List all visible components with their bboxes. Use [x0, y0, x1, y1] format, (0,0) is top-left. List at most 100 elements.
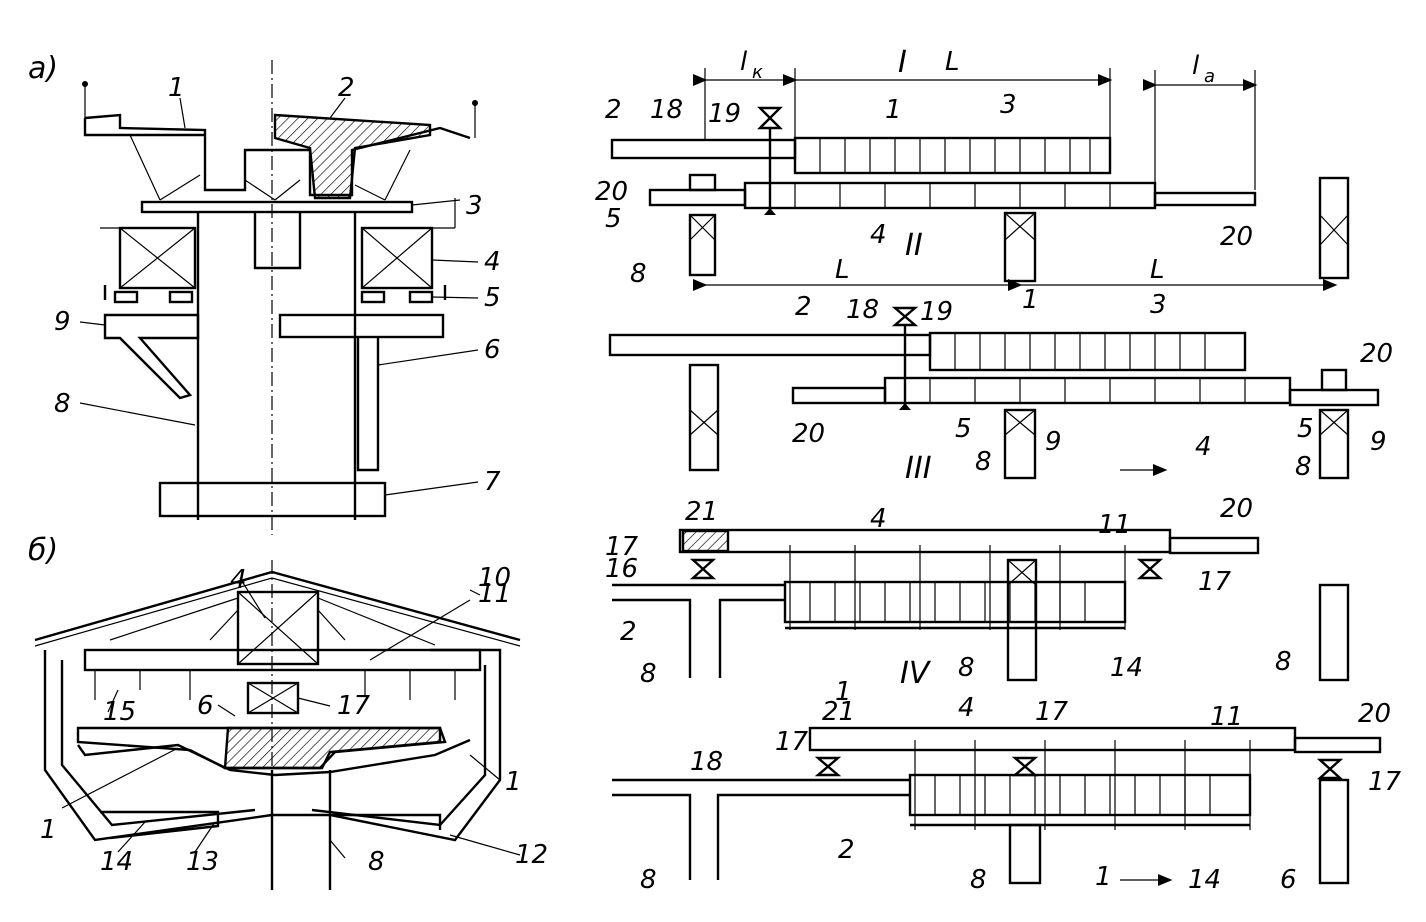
callout-label: l — [1192, 51, 1200, 81]
callout-label: 20 — [1220, 494, 1253, 524]
callout-label: 18 — [846, 295, 879, 325]
stage-iv-a: 21 4 11 20 17 16 17 2 1 8 8 14 8 IV — [605, 494, 1350, 707]
callout-label: L — [1150, 255, 1165, 285]
callout-label: 8 — [1275, 647, 1292, 677]
callout-label: 17 — [1035, 697, 1069, 727]
callout-label: 8 — [975, 447, 992, 477]
callout-label: 8 — [970, 865, 987, 895]
callout-label: 21 — [685, 497, 718, 527]
span-2 — [608, 333, 932, 357]
callout-label: 7 — [484, 467, 501, 497]
segments-1 — [793, 136, 1112, 175]
callout-label: 8 — [640, 659, 657, 689]
foundation-7 — [158, 481, 387, 518]
segments-1 — [783, 580, 1127, 624]
callout-label: 17 — [605, 532, 639, 562]
callout-label: 13 — [186, 847, 219, 877]
callout-label: 11 — [1210, 702, 1243, 732]
callout-label: 17 — [775, 727, 809, 757]
callout-label: 16 — [605, 554, 638, 584]
callout-label: 19 — [920, 297, 953, 327]
callout-label: 14 — [1188, 865, 1221, 895]
stage-ii: II L L 2 18 19 1 3 20 20 5 9 4 5 9 8 8 I… — [608, 228, 1393, 486]
view-a-cross-section: а) — [28, 51, 501, 535]
callout-label: 3 — [466, 191, 483, 221]
callout-label: 11 — [478, 579, 511, 609]
callout-label: 8 — [54, 389, 71, 419]
callout-label: 1 — [1095, 862, 1112, 892]
beam-4 — [743, 181, 1157, 210]
callout-label: 21 — [822, 697, 855, 727]
deck-section — [223, 726, 442, 770]
callout-label: 4 — [1195, 432, 1212, 462]
callout-label: 2 — [338, 73, 355, 103]
roof-10 — [34, 570, 521, 642]
callout-label: 17 — [337, 691, 371, 721]
callout-label: 4 — [870, 220, 887, 250]
callout-label: 14 — [1110, 653, 1143, 683]
callout-label: 8 — [1295, 452, 1312, 482]
callout-label: 1 — [835, 677, 852, 707]
post-6 — [356, 337, 380, 472]
callout-label: 1 — [1022, 285, 1039, 315]
callout-label: 11 — [1098, 510, 1131, 540]
callout-label: 14 — [100, 847, 133, 877]
panel-14 — [100, 810, 220, 840]
callout-label: 2 — [605, 95, 622, 125]
beam-3 — [140, 200, 414, 214]
callout-label: 2 — [838, 835, 855, 865]
pier — [196, 212, 357, 520]
callout-label: 6 — [1280, 865, 1297, 895]
callout-label: 18 — [690, 747, 723, 777]
view-b-label: б) — [28, 533, 58, 568]
callout-label: 17 — [1368, 767, 1402, 797]
callout-label: a — [1204, 66, 1215, 87]
callout-label: 1 — [40, 815, 57, 845]
deck-hatched — [273, 113, 432, 200]
callout-label: 6 — [197, 691, 214, 721]
callout-label: 4 — [870, 504, 887, 534]
callout-label: 5 — [1297, 414, 1314, 444]
callout-label: 1 — [885, 95, 902, 125]
callout-label: 15 — [103, 697, 136, 727]
callout-label: 8 — [630, 259, 647, 289]
callout-label: l — [740, 47, 748, 77]
callout-label: 20 — [792, 419, 825, 449]
callout-label: 1 — [505, 767, 522, 797]
callout-label: 9 — [1370, 427, 1387, 457]
segments-1 — [908, 773, 1252, 817]
callout-label: 2 — [620, 617, 637, 647]
view-a-label: а) — [28, 51, 58, 86]
span-2 — [610, 138, 797, 160]
callout-label: к — [752, 62, 763, 83]
view-b-cross-section: б) — [28, 533, 548, 890]
callout-label: 5 — [955, 414, 972, 444]
callout-label: 6 — [484, 335, 501, 365]
callout-label: 5 — [605, 204, 622, 234]
callout-label: 8 — [368, 847, 385, 877]
bracket-9 — [103, 313, 200, 400]
callout-label: 9 — [54, 307, 71, 337]
beam-11 — [83, 648, 482, 672]
callout-label: III — [905, 451, 932, 486]
callout-label: 4 — [230, 565, 247, 595]
callout-label: 3 — [1150, 290, 1167, 320]
callout-label: 3 — [1000, 90, 1017, 120]
callout-label: 8 — [958, 653, 975, 683]
column-8 — [270, 770, 332, 890]
callout-label: 1 — [168, 73, 185, 103]
callout-label: 20 — [595, 177, 628, 207]
callout-label: 19 — [708, 99, 741, 129]
girder-4 — [360, 226, 434, 290]
callout-label: IV — [900, 656, 932, 691]
beam-4 — [883, 376, 1292, 405]
callout-label: 17 — [1198, 567, 1232, 597]
callout-label: 4 — [484, 247, 501, 277]
beam-4 — [678, 528, 1172, 554]
callout-label: II — [905, 228, 923, 263]
callout-label: 10 — [478, 563, 511, 593]
callout-label: 4 — [958, 693, 975, 723]
segments-1 — [928, 331, 1247, 372]
